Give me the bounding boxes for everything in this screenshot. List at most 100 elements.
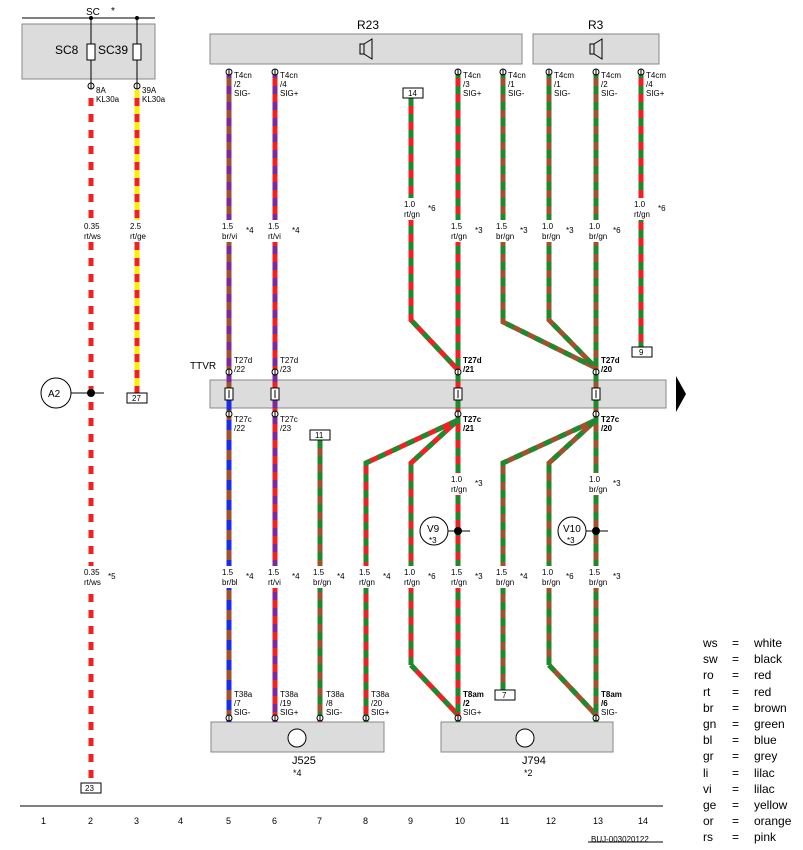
splice-v9: V9 *3: [419, 516, 470, 546]
wire-label-mid-0-color: rt/gn: [451, 485, 467, 494]
column-number: 3: [134, 816, 139, 826]
legend-equals: =: [732, 830, 740, 845]
pin-t8am-6: /6: [601, 699, 608, 708]
pin-t4cn-3: T4cn: [463, 71, 481, 80]
wire-label-lower-2-note: *4: [292, 572, 300, 581]
fuse-sc8-label: SC8: [55, 43, 79, 57]
wire-label-lower-8-note: *6: [566, 572, 574, 581]
pin-t38a-7: /7: [234, 699, 241, 708]
pin-t4cn-2: /2: [234, 80, 241, 89]
legend-abbr: or: [703, 814, 714, 829]
pin-t38a-20: SIG+: [371, 708, 390, 717]
terminal-pin-icon: [271, 714, 279, 722]
legend-name: blue: [754, 733, 777, 748]
pin-t4cm-2: T4cm: [601, 71, 621, 80]
sc-label: SC: [86, 7, 100, 18]
pin-t4cm-1: /1: [554, 80, 561, 89]
wire-col11-br-gn: [500, 70, 598, 371]
legend-abbr: br: [703, 700, 714, 715]
terminal-pin-icon: [454, 68, 462, 76]
legend-row: ge=yellow: [700, 798, 800, 814]
wire-label-upper-0-size: 0.35: [84, 222, 100, 231]
pin-t4cn-2: T4cn: [234, 71, 252, 80]
wire-label-lower-5-note: *6: [428, 572, 436, 581]
terminal-pin-icon: [637, 68, 645, 76]
pin-t27c-20: /20: [601, 424, 613, 433]
connector-pin-icon: [224, 387, 234, 401]
pin-t38a-8: T38a: [326, 690, 345, 699]
legend-row: li=lilac: [700, 766, 800, 782]
legend-equals: =: [732, 733, 740, 748]
wire-label-upper-2-note: *4: [246, 226, 254, 235]
legend-row: rt = red: [700, 685, 800, 701]
splice-a2: A2: [40, 377, 104, 409]
wire-label-upper-0-color: rt/ws: [84, 232, 101, 241]
column-number: 13: [593, 816, 603, 826]
ref-box-9: 9: [631, 346, 653, 358]
wire-label-lower-7-size: 1.5: [496, 568, 508, 577]
legend-name: red: [754, 684, 772, 699]
wire-label-upper-9-note: *6: [658, 204, 666, 213]
wire-label-lower-7-note: *4: [520, 572, 528, 581]
terminal-pin-icon: [225, 368, 233, 376]
document-code: BUJ-003020122: [591, 835, 649, 844]
legend-equals: =: [732, 684, 740, 699]
legend-abbr: rt: [703, 684, 711, 699]
wire-label-lower-9-size: 1.5: [589, 568, 601, 577]
column-number: 12: [546, 816, 556, 826]
legend-abbr: rs: [703, 830, 713, 845]
legend-row: bl=blue: [700, 733, 800, 749]
pin-t27d-23: T27d: [280, 356, 298, 365]
legend-equals: =: [732, 668, 740, 683]
terminal-pin-icon: [454, 714, 462, 722]
pin-t27c-23: /23: [280, 424, 292, 433]
column-number: 14: [638, 816, 648, 826]
pin-t4cm-4: T4cm: [646, 71, 666, 80]
wire-label-upper-7-size: 1.0: [542, 222, 554, 231]
terminal-pin-icon: [592, 714, 600, 722]
wire-label-upper-5-color: rt/gn: [451, 232, 467, 241]
pin-t4cn-1: SIG-: [508, 89, 525, 98]
pin-t38a-20: /20: [371, 699, 383, 708]
connector-pin-icon: [453, 387, 463, 401]
legend-abbr: sw: [703, 652, 718, 667]
wire-col11-br-gn-lower: [500, 417, 598, 690]
legend-abbr: ge: [703, 797, 717, 812]
pin-t4cm-1: T4cm: [554, 71, 574, 80]
legend-abbr: ws: [703, 636, 718, 650]
pin-t4cn-2: SIG-: [234, 89, 251, 98]
wire-label-upper-4-color: rt/gn: [404, 210, 420, 219]
fuse-sc39-label: SC39: [98, 43, 128, 57]
pin-t4cn-4: /4: [280, 80, 287, 89]
ref-box-23: 23: [80, 782, 102, 794]
pin-t4cm-2: SIG-: [601, 89, 618, 98]
pin-t4cm-2: /2: [601, 80, 608, 89]
connector-pin-icon: [591, 387, 601, 401]
wire-label-lower-0-color: rt/ws: [84, 578, 101, 587]
pin-8a: 8A: [96, 86, 106, 95]
terminal-pin-icon: [362, 714, 370, 722]
wire-label-upper-6-color: br/gn: [496, 232, 514, 241]
wire-label-lower-4-size: 1.5: [359, 568, 371, 577]
pin-t27d-21: T27d: [463, 356, 482, 365]
pin-t27d-21: /21: [463, 365, 475, 374]
pin-t4cn-3: SIG+: [463, 89, 482, 98]
wire-col8-rt-gn: [363, 417, 460, 722]
ref-box-14: 14: [402, 87, 424, 99]
pin-t38a-8: /8: [326, 699, 333, 708]
wire-label-upper-1-color: rt/ge: [130, 232, 147, 241]
pin-t4cm-4: SIG+: [646, 89, 665, 98]
wire-label-upper-8-size: 1.0: [589, 222, 601, 231]
wire-label-upper-2-color: br/vi: [222, 232, 237, 241]
pin-t27c-22: /22: [234, 424, 246, 433]
legend-equals: =: [732, 652, 740, 667]
speaker-icon: [359, 38, 373, 60]
wire-label-mid-1-note: *3: [613, 479, 621, 488]
pin-t27c-20: T27c: [601, 415, 620, 424]
amplifier-icon: [515, 728, 535, 748]
wire-label-upper-9-size: 1.0: [634, 200, 646, 209]
wire-label-lower-4-note: *4: [383, 572, 391, 581]
pin-t4cm-1: SIG-: [554, 89, 571, 98]
